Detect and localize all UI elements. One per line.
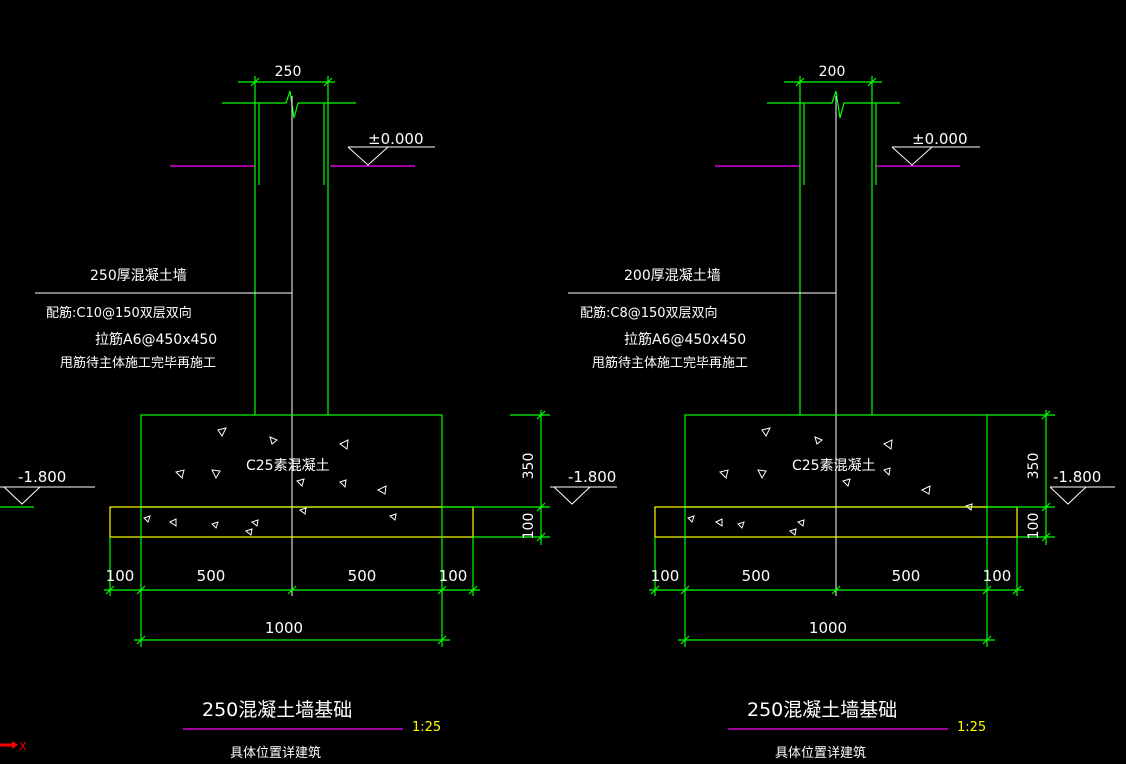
detail-right: 200 ±0.000 200厚混凝土墙 配筋:C8@150双层双向 拉筋A6@4… xyxy=(550,64,1115,761)
elevation-marker-bottom-2 xyxy=(1049,486,1087,505)
elevation-top: ±0.000 xyxy=(912,130,968,148)
blinding-pad xyxy=(654,506,1018,538)
dim-total: 1000 xyxy=(265,619,303,637)
elevation-bottom-2: -1.800 xyxy=(1053,468,1101,486)
drawing-subtitle: 具体位置详建筑 xyxy=(230,745,321,761)
pad-symbols xyxy=(143,507,397,536)
dim-bottom-2: 500 xyxy=(742,567,771,585)
drawing-scale: 1:25 xyxy=(412,720,441,735)
elevation-bottom: -1.800 xyxy=(18,468,66,486)
dim-wall-thickness: 200 xyxy=(819,64,846,80)
drawing-title: 250混凝土墙基础 xyxy=(202,699,352,721)
construction-note: 甩筋待主体施工完毕再施工 xyxy=(592,355,748,371)
dim-wall-thickness: 250 xyxy=(275,64,302,80)
elevation-marker-top xyxy=(891,146,933,166)
dim-total: 1000 xyxy=(809,619,847,637)
rebar-spec: 配筋:C10@150双层双向 xyxy=(46,305,192,321)
concrete-grade: C25素混凝土 xyxy=(792,458,876,474)
dim-pad-height: 100 xyxy=(1026,513,1042,540)
dim-bottom-3: 500 xyxy=(348,567,377,585)
wall-label: 250厚混凝土墙 xyxy=(90,268,187,284)
dim-footing-height: 350 xyxy=(1026,453,1042,480)
dim-bottom-3: 500 xyxy=(892,567,921,585)
blinding-pad xyxy=(109,506,474,538)
dim-pad-height: 100 xyxy=(521,513,537,540)
drawing-subtitle: 具体位置详建筑 xyxy=(775,745,866,761)
dim-bottom-2: 500 xyxy=(197,567,226,585)
axis-x-label: X xyxy=(19,740,27,753)
dim-bottom-1: 100 xyxy=(106,567,135,585)
elevation-marker-bottom xyxy=(3,486,41,505)
aggregate-symbols xyxy=(175,427,387,495)
elevation-marker-top xyxy=(347,146,389,166)
tie-spec: 拉筋A6@450x450 xyxy=(624,331,746,348)
drawing-title: 250混凝土墙基础 xyxy=(747,699,897,721)
rebar-spec: 配筋:C8@150双层双向 xyxy=(580,305,718,321)
elevation-top: ±0.000 xyxy=(368,130,424,148)
dim-bottom-1: 100 xyxy=(651,567,680,585)
drawing-scale: 1:25 xyxy=(957,720,986,735)
construction-note: 甩筋待主体施工完毕再施工 xyxy=(60,355,216,371)
break-line xyxy=(767,90,900,119)
pad-symbols xyxy=(687,503,973,536)
ucs-axis-icon: X xyxy=(0,740,27,753)
tie-spec: 拉筋A6@450x450 xyxy=(95,331,217,348)
detail-left: 250 ±0.000 250厚混凝土墙 配筋:C10@150双层双向 拉筋A6@… xyxy=(0,64,550,761)
dim-bottom-4: 100 xyxy=(439,567,468,585)
dim-bottom-4: 100 xyxy=(983,567,1012,585)
concrete-grade: C25素混凝土 xyxy=(246,458,330,474)
aggregate-symbols xyxy=(719,427,931,495)
elevation-marker-bottom xyxy=(553,486,591,505)
break-line xyxy=(222,90,356,119)
elevation-bottom: -1.800 xyxy=(568,468,616,486)
dim-footing-height: 350 xyxy=(521,453,537,480)
wall-label: 200厚混凝土墙 xyxy=(624,268,721,284)
